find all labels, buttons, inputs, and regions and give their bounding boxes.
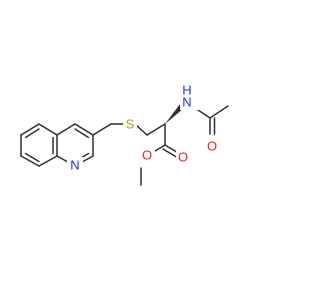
bond-pyridine-5: [56, 155, 69, 163]
bond-ch2-ca: [146, 123, 166, 136]
bond-pyridine-4: [81, 155, 94, 163]
oxygen-carbonyl-label: O: [207, 138, 217, 153]
oxygen-ester-double-label: O: [178, 149, 188, 164]
bond-benzo-4: [38, 155, 58, 167]
bond-benzo-inner-1: [24, 128, 40, 139]
bond-ring-ch2: [92, 123, 112, 136]
molecule-structure: S N H O O O N: [20, 82, 229, 186]
nitrogen-ring-label: N: [70, 157, 79, 172]
bond-pyridine-1: [56, 123, 76, 136]
bond-acetyl-methyl: [209, 105, 229, 119]
hydrogen-amide-label: H: [182, 82, 191, 97]
bond-ester-co-2: [162, 148, 179, 159]
bond-stereo-wedge: [165, 104, 184, 124]
bond-benzo-3: [20, 155, 40, 167]
oxygen-ester-single-label: O: [142, 147, 152, 162]
bond-pyridine-2: [74, 123, 94, 136]
bond-pyridine-inner-1: [74, 128, 90, 139]
bond-benzo-6: [38, 123, 58, 136]
nitrogen-amide-label: N: [182, 94, 191, 109]
bond-benzo-inner-2: [24, 152, 40, 163]
atom-labels: S N H O O O N: [67, 82, 219, 173]
sulfur-label: S: [126, 116, 135, 131]
bond-benzo-1: [20, 123, 40, 136]
